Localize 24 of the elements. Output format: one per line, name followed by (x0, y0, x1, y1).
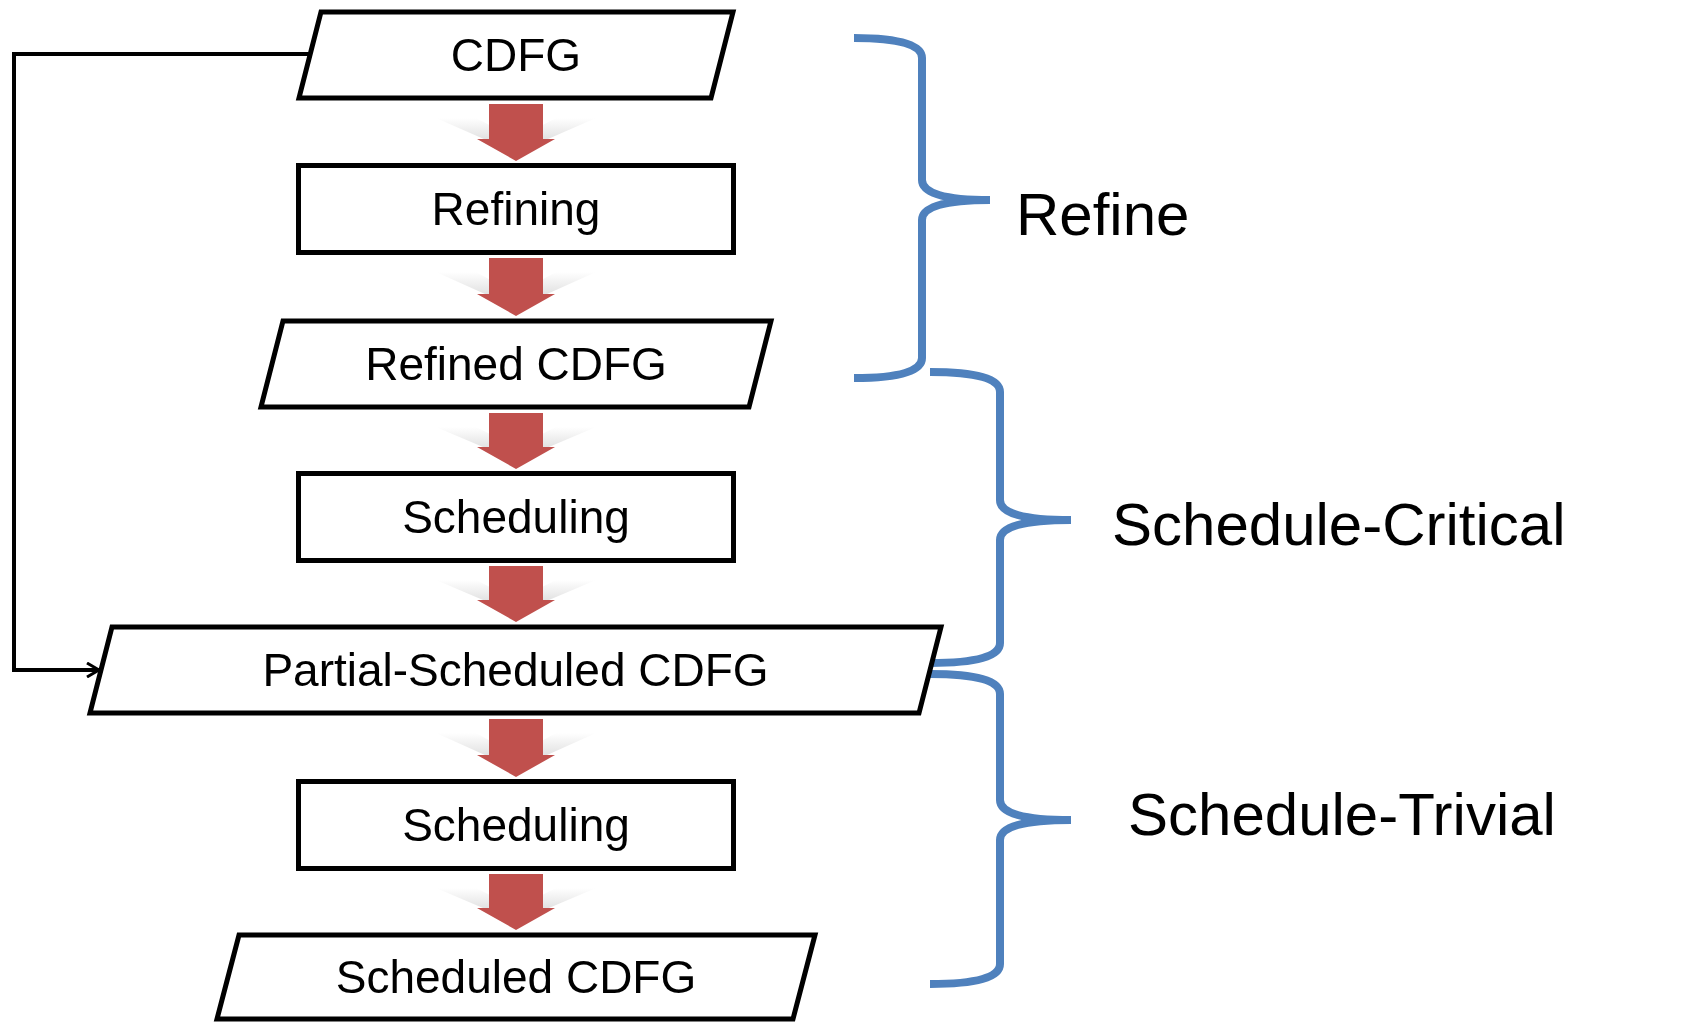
node-label: Scheduled CDFG (335, 950, 697, 1004)
node-label: Scheduling (402, 798, 630, 852)
block-arrow (477, 104, 555, 161)
process-box (296, 471, 736, 563)
phase-label: Refine (1016, 180, 1190, 249)
block-arrow (477, 566, 555, 622)
arrow (12, 52, 309, 679)
process-box (296, 779, 736, 871)
node-label: Scheduling (402, 490, 630, 544)
node-label: Refined CDFG (365, 337, 667, 391)
phase-label: Schedule-Critical (1112, 490, 1566, 559)
process-box (296, 163, 736, 255)
node-label: Refining (431, 182, 601, 236)
node-label: CDFG (450, 28, 582, 82)
phase-label: Schedule-Trivial (1128, 780, 1556, 849)
block-arrow (477, 258, 555, 316)
data-parallelogram (258, 318, 774, 410)
data-parallelogram (296, 9, 736, 101)
block-arrow (477, 874, 555, 930)
block-arrow (477, 719, 555, 777)
data-parallelogram (214, 932, 818, 1022)
block-arrow (477, 413, 555, 469)
data-parallelogram (87, 624, 944, 716)
node-label: Partial-Scheduled CDFG (262, 643, 769, 697)
